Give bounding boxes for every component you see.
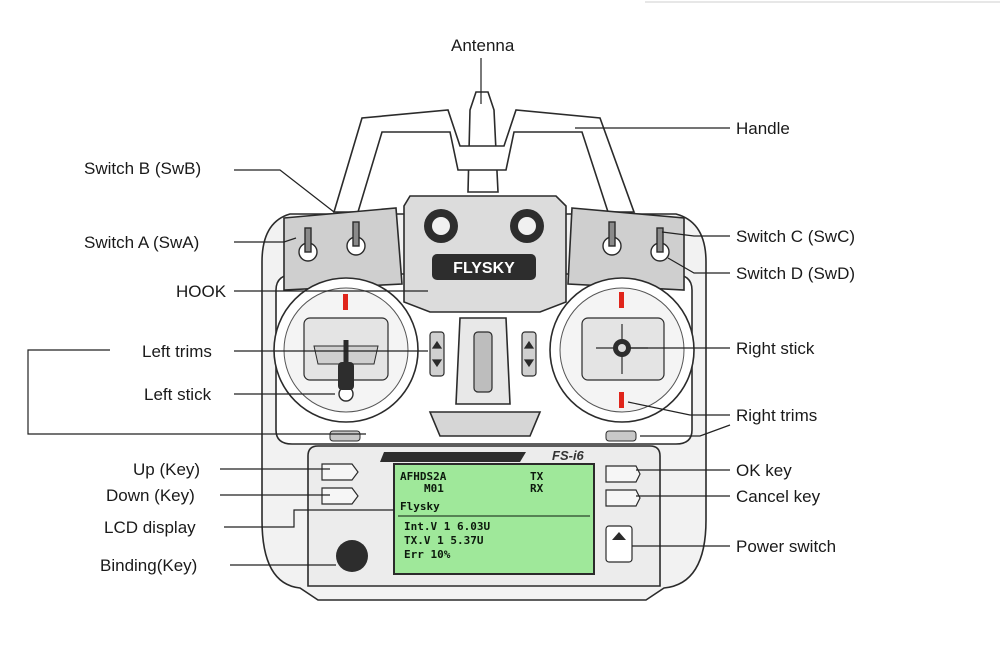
- down-key[interactable]: [321, 487, 359, 505]
- left-switch-panel: [283, 207, 403, 291]
- lcd-line-6: Err 10%: [404, 548, 451, 561]
- label-up-key: Up (Key): [133, 460, 200, 479]
- left-stick[interactable]: [338, 362, 354, 390]
- lcd-line-5: TX.V 1 5.37U: [404, 534, 484, 547]
- label-left-stick: Left stick: [144, 385, 212, 404]
- lcd-line-1: AFHDS2A: [400, 470, 447, 483]
- label-down-key: Down (Key): [106, 486, 195, 505]
- label-right-trims: Right trims: [736, 406, 817, 425]
- right-bottom-trim-mark: [619, 392, 624, 408]
- lcd-display: AFHDS2A TX RX M01 Flysky Int.V 1 6.03U T…: [393, 463, 595, 575]
- hook-slot: [473, 331, 493, 393]
- left-horizontal-trim[interactable]: [329, 430, 361, 442]
- lcd-line-4: Int.V 1 6.03U: [404, 520, 490, 533]
- leader-lines: [27, 58, 731, 566]
- ok-key[interactable]: [605, 465, 641, 483]
- lcd-line-1-rx: RX: [530, 482, 544, 495]
- model-stripe: [380, 452, 526, 462]
- label-power-switch: Power switch: [736, 537, 836, 556]
- binding-key[interactable]: [336, 540, 368, 572]
- vertical-trims: [429, 331, 537, 393]
- label-left-trims: Left trims: [142, 342, 212, 361]
- svg-text:FLYSKY: FLYSKY: [453, 260, 515, 277]
- lcd-line-2: M01: [424, 482, 444, 495]
- label-switch-d: Switch D (SwD): [736, 264, 855, 283]
- label-switch-b: Switch B (SwB): [84, 159, 201, 178]
- lcd-line-1-tx: TX: [530, 470, 544, 483]
- callout-labels: Antenna Handle Switch B (SwB) Switch A (…: [84, 36, 855, 575]
- label-right-stick: Right stick: [736, 339, 815, 358]
- antenna-graphic: [467, 91, 499, 193]
- right-keys: [605, 465, 641, 563]
- label-binding-key: Binding(Key): [100, 556, 197, 575]
- left-top-trim-mark: [343, 294, 348, 310]
- left-keys: [321, 463, 368, 572]
- knobs: [424, 209, 544, 243]
- brand-logo: FLYSKY: [432, 254, 536, 280]
- lcd-line-3: Flysky: [400, 500, 440, 513]
- switch-c[interactable]: [602, 221, 622, 256]
- label-lcd-display: LCD display: [104, 518, 196, 537]
- right-top-trim-mark: [619, 292, 624, 308]
- left-gimbal: [273, 277, 419, 423]
- right-gimbal: [549, 277, 695, 423]
- switch-a[interactable]: [298, 227, 318, 262]
- label-switch-a: Switch A (SwA): [84, 233, 199, 252]
- label-handle: Handle: [736, 119, 790, 138]
- label-cancel-key: Cancel key: [736, 487, 821, 506]
- label-switch-c: Switch C (SwC): [736, 227, 855, 246]
- model-label: FS-i6: [552, 448, 585, 463]
- up-key[interactable]: [321, 463, 359, 481]
- power-switch[interactable]: [605, 525, 633, 563]
- toggle-switches: [298, 221, 670, 262]
- right-vertical-trim[interactable]: [521, 331, 537, 377]
- label-hook: HOOK: [176, 282, 227, 301]
- label-ok-key: OK key: [736, 461, 792, 480]
- right-horizontal-trim[interactable]: [605, 430, 637, 442]
- right-switch-panel: [567, 207, 685, 291]
- switch-b[interactable]: [346, 221, 366, 256]
- label-antenna: Antenna: [451, 36, 515, 55]
- cancel-key[interactable]: [605, 489, 641, 507]
- switch-d[interactable]: [650, 227, 670, 262]
- left-vertical-trim[interactable]: [429, 331, 445, 377]
